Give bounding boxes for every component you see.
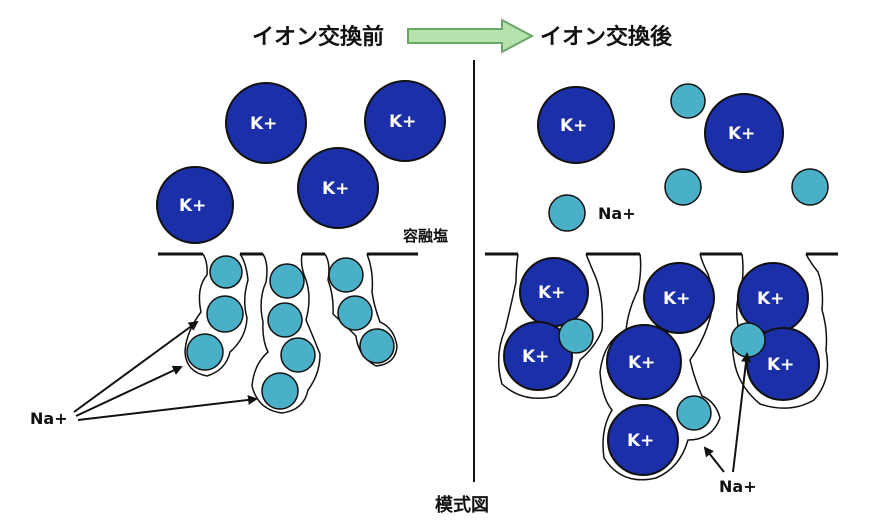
svg-text:K+: K+ xyxy=(728,124,755,144)
molten-salt-label: 容融塩 xyxy=(402,227,448,245)
potassium-ion: K+ xyxy=(537,86,615,164)
na-label-right: Na+ xyxy=(719,477,757,496)
potassium-ion: K+ xyxy=(607,404,679,476)
after-label: イオン交換後 xyxy=(540,24,673,50)
pointer-arrow xyxy=(73,320,199,413)
pointer-arrow xyxy=(75,365,183,417)
potassium-ion: K+ xyxy=(503,321,573,391)
svg-text:K+: K+ xyxy=(538,283,565,303)
svg-text:K+: K+ xyxy=(389,112,416,132)
svg-text:K+: K+ xyxy=(522,347,549,367)
pointer-arrow xyxy=(703,446,725,473)
na-label-left: Na+ xyxy=(30,409,68,428)
svg-text:K+: K+ xyxy=(322,179,349,199)
potassium-ion: K+ xyxy=(737,262,809,334)
sodium-ion xyxy=(558,318,594,354)
before-label: イオン交換前 xyxy=(252,24,384,50)
channel-right-1 xyxy=(497,253,604,399)
na-label-salt: Na+ xyxy=(598,204,636,223)
sodium-ion xyxy=(261,372,299,410)
right-panel-after: K+ K+ Na+ K+ K+ K+ xyxy=(485,83,838,496)
potassium-ion: K+ xyxy=(225,82,307,164)
sodium-ion xyxy=(186,333,224,371)
sodium-ion xyxy=(209,255,243,289)
schematic-caption: 模式図 xyxy=(435,494,489,516)
direction-arrow xyxy=(407,18,535,54)
sodium-ion xyxy=(676,395,712,431)
svg-text:K+: K+ xyxy=(663,289,690,309)
sodium-ion xyxy=(267,302,303,338)
sodium-ion xyxy=(670,83,706,119)
sodium-ion xyxy=(269,263,305,299)
sodium-ion xyxy=(791,168,829,206)
sodium-ion xyxy=(730,322,766,358)
svg-text:K+: K+ xyxy=(179,196,206,216)
potassium-ion: K+ xyxy=(746,327,820,401)
pointer-arrow xyxy=(732,352,752,473)
sodium-ion xyxy=(206,295,244,333)
potassium-ion: K+ xyxy=(297,147,379,229)
svg-text:K+: K+ xyxy=(767,355,794,375)
pointer-arrow xyxy=(77,394,258,421)
sodium-ion xyxy=(548,194,586,232)
svg-text:K+: K+ xyxy=(627,431,654,451)
potassium-ion: K+ xyxy=(519,257,589,327)
sodium-ion xyxy=(328,257,364,293)
channel-right-3 xyxy=(731,253,829,409)
svg-text:K+: K+ xyxy=(560,116,587,136)
channel-left-3 xyxy=(324,253,398,367)
channel-left-2 xyxy=(251,253,321,414)
potassium-ion: K+ xyxy=(156,166,234,244)
potassium-ion: K+ xyxy=(606,324,682,400)
sodium-ion xyxy=(359,328,395,364)
left-panel-before: K+ K+ K+ K+ xyxy=(30,80,446,428)
channel-left-1 xyxy=(184,253,249,377)
potassium-ion: K+ xyxy=(704,93,784,173)
potassium-ion: K+ xyxy=(643,262,715,334)
svg-text:K+: K+ xyxy=(757,289,784,309)
svg-text:K+: K+ xyxy=(628,353,655,373)
potassium-ion: K+ xyxy=(364,80,446,162)
sodium-ion xyxy=(337,295,373,331)
sodium-ion xyxy=(664,168,702,206)
svg-text:K+: K+ xyxy=(250,114,277,134)
sodium-ion xyxy=(280,337,316,373)
